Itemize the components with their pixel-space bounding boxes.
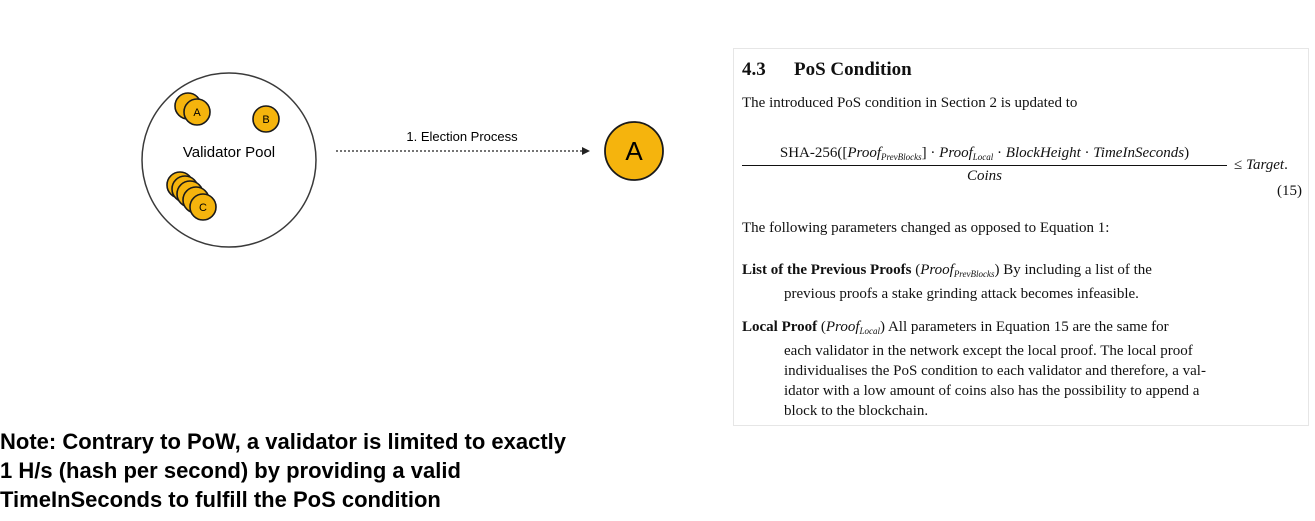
coin-stack-a: A (174, 92, 211, 126)
pool-label: Validator Pool (183, 144, 275, 161)
coin-a-label: A (193, 107, 201, 119)
section-number: 4.3 (742, 59, 766, 80)
elected-label: A (625, 136, 643, 166)
intro-paragraph: The introduced PoS condition in Section … (742, 95, 1078, 111)
following-paragraph: The following parameters changed as oppo… (742, 220, 1110, 236)
section-heading: 4.3 PoS Condition (742, 59, 912, 81)
note-text: Note: Contrary to PoW, a validator is li… (0, 427, 566, 514)
equation-fraction: SHA-256([ProofPrevBlocks] · ProofLocal ·… (742, 145, 1227, 185)
note-line: TimeInSeconds to fulfill the PoS conditi… (0, 487, 441, 512)
election-arrow (336, 147, 590, 155)
pos-equation: SHA-256([ProofPrevBlocks] · ProofLocal ·… (742, 145, 1302, 207)
definition-term: Local Proof (742, 319, 818, 335)
arrow-label: 1. Election Process (406, 129, 518, 144)
coin-b-label: B (262, 114, 269, 126)
note-line: Note: Contrary to PoW, a validator is li… (0, 429, 567, 454)
equation-relation: ≤ Target. (1234, 157, 1288, 173)
equation-number: (15) (1277, 183, 1302, 199)
elected-validator-coin: A (604, 121, 664, 181)
definition-term: List of the Previous Proofs (742, 262, 912, 278)
coin-stack-c: C (166, 171, 217, 221)
equation-numerator: SHA-256([ProofPrevBlocks] · ProofLocal ·… (742, 145, 1227, 166)
note-line: 1 H/s (hash per second) by providing a v… (0, 458, 461, 483)
coin-c-label: C (199, 202, 207, 214)
section-title: PoS Condition (794, 59, 912, 80)
equation-denominator: Coins (966, 168, 1002, 184)
coin-b: B (252, 105, 280, 133)
paper-excerpt: 4.3 PoS Condition The introduced PoS cond… (733, 48, 1309, 426)
election-diagram: A B Validator Pool C 1. Election Process… (141, 72, 664, 248)
definition-previous-proofs: List of the Previous Proofs (ProofPrevBl… (742, 262, 1152, 302)
definition-local-proof: Local Proof (ProofLocal) All parameters … (742, 319, 1206, 419)
